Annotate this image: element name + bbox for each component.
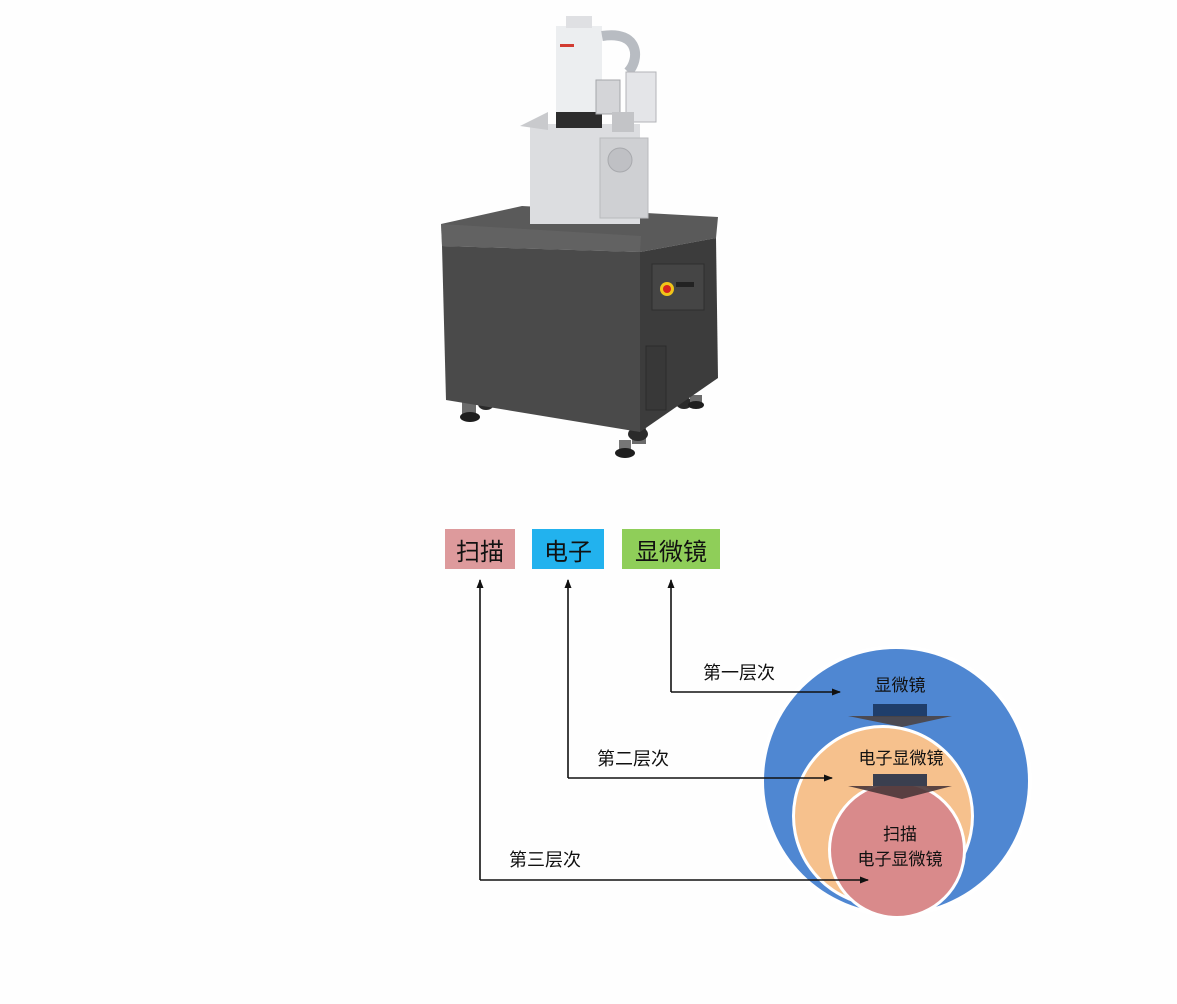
inner-circle-label-line1: 扫描 — [883, 825, 917, 845]
second-level-label: 第二层次 — [597, 749, 669, 770]
first-level-label: 第一层次 — [703, 663, 775, 684]
outer-circle-label: 显微镜 — [874, 676, 926, 696]
connector-arrow-top — [848, 704, 952, 727]
inner-circle — [828, 781, 966, 919]
electron-column — [520, 16, 657, 224]
third-level-label: 第三层次 — [509, 850, 581, 871]
middle-circle-label: 电子显微镜 — [858, 749, 944, 769]
electron-term-label: 电子 — [544, 537, 592, 566]
microscope-term-label: 显微镜 — [635, 537, 707, 566]
inner-circle-label-line2: 电子显微镜 — [857, 850, 943, 870]
scan-term-label: 扫描 — [456, 537, 504, 566]
electron-term-box: 电子 — [532, 529, 604, 569]
cabinet — [441, 206, 718, 432]
caster-wheels — [460, 395, 704, 458]
microscope-term-box: 显微镜 — [622, 529, 720, 569]
connector-arrow-bottom — [848, 774, 952, 799]
scan-term-box: 扫描 — [445, 529, 515, 569]
